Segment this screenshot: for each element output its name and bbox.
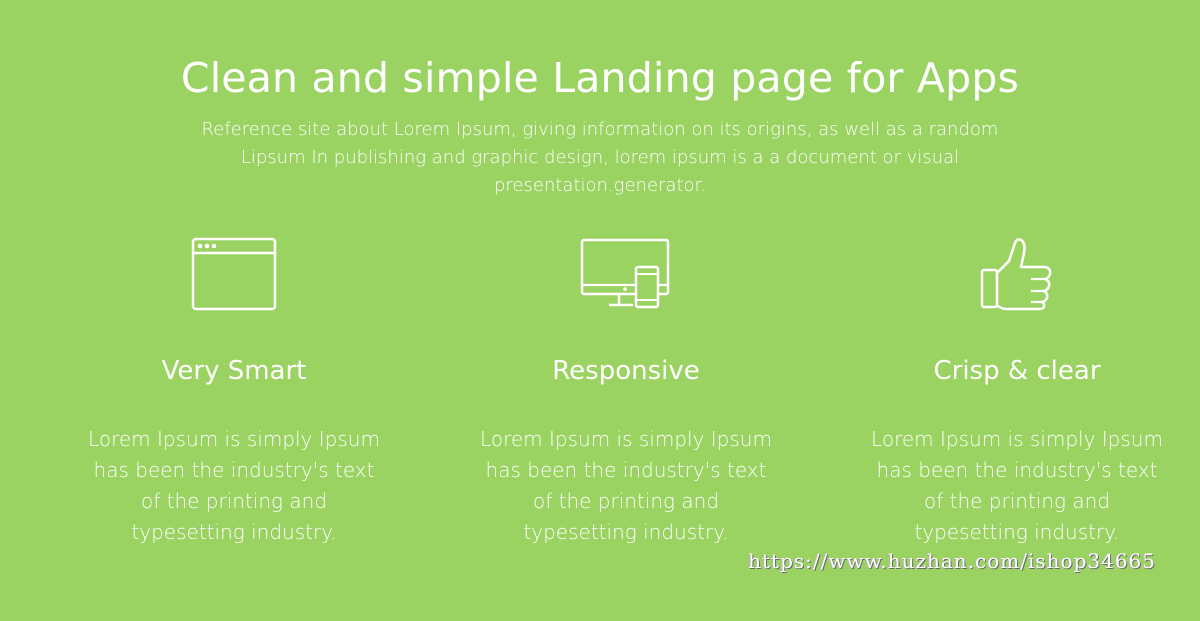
- feature-very-smart: Very Smart Lorem Ipsum is simply Ipsum h…: [84, 0, 384, 621]
- feature-text: Lorem Ipsum is simply Ipsum has been the…: [480, 427, 772, 544]
- devices-icon: [476, 235, 776, 313]
- page-subtitle: Reference site about Lorem Ipsum, giving…: [201, 119, 999, 196]
- feature-title: Crisp & clear: [933, 356, 1101, 386]
- browser-window-icon: [84, 235, 384, 313]
- feature-text: Lorem Ipsum is simply Ipsum has been the…: [871, 427, 1163, 544]
- watermark: https://www.huzhan.com/ishop34665: [748, 549, 1156, 573]
- feature-responsive: Responsive Lorem Ipsum is simply Ipsum h…: [476, 0, 776, 621]
- feature-text: Lorem Ipsum is simply Ipsum has been the…: [88, 427, 380, 544]
- thumbs-up-icon: [867, 235, 1167, 313]
- feature-title: Very Smart: [161, 356, 307, 386]
- feature-title: Responsive: [552, 356, 700, 386]
- feature-crisp-clear: Crisp & clear Lorem Ipsum is simply Ipsu…: [867, 0, 1167, 621]
- page-title: Clean and simple Landing page for Apps: [180, 54, 1020, 102]
